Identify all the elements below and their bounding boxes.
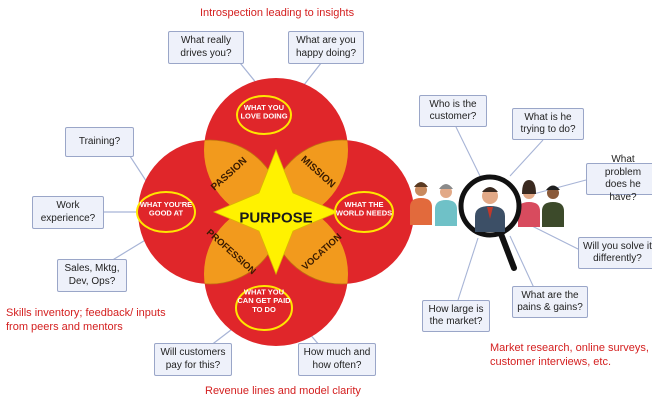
- bubble-how-large-market: How large is the market?: [422, 300, 490, 332]
- customer-people-illustration: [410, 174, 564, 271]
- bubble-who-is-customer: Who is the customer?: [419, 95, 487, 127]
- purpose-label: PURPOSE: [239, 209, 312, 226]
- circle-label-rings: [136, 95, 394, 331]
- bubble-work-experience: Work experience?: [32, 196, 104, 229]
- bubble-how-much-often: How much and how often?: [298, 343, 376, 376]
- person-icon: [542, 185, 564, 227]
- person-icon: [518, 180, 540, 227]
- magnifier-icon: [458, 174, 522, 271]
- bubble-what-problem: What problem does he have?: [586, 154, 652, 203]
- bubble-trying-to-do: What is he trying to do?: [512, 108, 584, 140]
- bubble-happy-doing: What are you happy doing?: [288, 31, 364, 64]
- purpose-star: [212, 148, 340, 276]
- caption-revenue: Revenue lines and model clarity: [205, 385, 361, 397]
- bubble-solve-differently: Will you solve it differently?: [578, 237, 652, 269]
- person-icon: [435, 184, 457, 226]
- bubble-will-customers-pay: Will customers pay for this?: [154, 343, 232, 376]
- caption-skills-inventory: Skills inventory; feedback/ inputs from …: [6, 307, 166, 333]
- person-icon: [410, 182, 432, 225]
- bubble-pains-gains: What are the pains & gains?: [512, 286, 588, 318]
- caption-market-research: Market research, online surveys, custome…: [490, 342, 649, 368]
- caption-introspection: Introspection leading to insights: [200, 7, 355, 19]
- bubble-what-drives-you: What really drives you?: [168, 31, 244, 64]
- bubble-training: Training?: [65, 127, 134, 157]
- bubble-sales-mktg: Sales, Mktg, Dev, Ops?: [57, 259, 127, 292]
